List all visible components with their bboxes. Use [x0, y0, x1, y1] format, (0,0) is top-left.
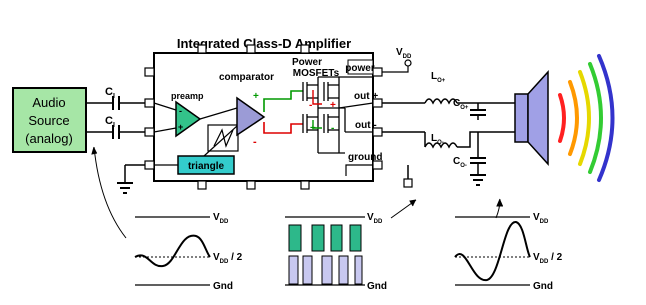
comparator-plus-green: +	[253, 91, 259, 102]
pwm-high-pulses	[288, 224, 362, 252]
preamp-label: preamp	[171, 91, 204, 101]
audio-source-line2: Source	[28, 113, 69, 128]
middle-vdd-label: VDD	[367, 212, 383, 225]
vdd-supply: VDD	[382, 47, 412, 73]
left-gnd-label: Gnd	[213, 281, 233, 292]
preamp: preamp - +	[171, 91, 204, 138]
out-minus-label: out -	[355, 120, 377, 131]
comparator-label: comparator	[219, 72, 274, 83]
waveform-right: VDD VDD / 2 Gnd	[454, 212, 563, 292]
waveform-left: VDD VDD / 2 Gnd	[134, 212, 243, 292]
co-minus-label: CO-	[453, 156, 467, 169]
comparator-minus-red: -	[253, 136, 257, 148]
audio-source-line3: (analog)	[25, 131, 73, 146]
preamp-triangle	[175, 100, 202, 138]
right-vdd-label: VDD	[533, 212, 549, 225]
middle-gnd-label: Gnd	[367, 281, 387, 292]
triangle-generator: triangle	[177, 124, 239, 175]
output-filter	[382, 98, 515, 186]
left-mid-label: VDD / 2	[213, 252, 243, 265]
preamp-minus: -	[179, 106, 182, 116]
comparator-triangle	[236, 96, 266, 137]
lo-minus-label: LO-	[431, 133, 444, 146]
mosfet-red-plus: +	[330, 100, 336, 111]
ground-label: ground	[348, 152, 382, 163]
vdd-top-label: VDD	[396, 47, 412, 60]
comparator-output-traces	[263, 90, 303, 134]
triangle-label: triangle	[188, 161, 225, 172]
left-vdd-label: VDD	[213, 212, 229, 225]
speaker-icon	[514, 70, 549, 166]
ci-top-label: CI	[105, 86, 115, 100]
top-pins	[197, 44, 310, 54]
chip-right-labels: power out + out - ground	[345, 59, 382, 176]
triangle-feed-wire	[203, 125, 238, 157]
right-mid-label: VDD / 2	[533, 252, 563, 265]
power-mosfets-line2: MOSFETs	[293, 68, 340, 79]
out-plus-label: out +	[354, 91, 378, 102]
pwm-low-pulses	[288, 255, 363, 285]
pointer-lines	[91, 146, 503, 239]
triangle-box	[177, 155, 235, 175]
power-label: power	[345, 63, 375, 74]
audio-source-line1: Audio	[32, 95, 65, 110]
co-plus-label: CO+	[453, 98, 469, 111]
power-mosfets: Power MOSFETs	[292, 57, 374, 154]
power-label-box	[347, 59, 374, 75]
comparator: comparator + -	[219, 72, 274, 148]
waveform-middle: VDD Gnd	[285, 212, 387, 292]
power-mosfets-line1: Power	[292, 57, 322, 68]
left-pins	[144, 67, 155, 170]
audio-source-box	[12, 87, 87, 153]
sound-waves	[558, 54, 615, 182]
mosfet-red-minus: -	[309, 100, 312, 111]
ci-bottom-label: CI	[105, 115, 115, 129]
right-gnd-label: Gnd	[533, 281, 553, 292]
audio-source: Audio Source (analog)	[12, 87, 87, 153]
mosfet-green-minus: -	[331, 123, 334, 134]
preamp-wires	[153, 102, 238, 166]
input-wires	[86, 96, 145, 139]
preamp-plus: +	[178, 122, 183, 132]
source-ground-symbol	[117, 164, 145, 194]
lo-plus-label: LO+	[431, 71, 446, 84]
